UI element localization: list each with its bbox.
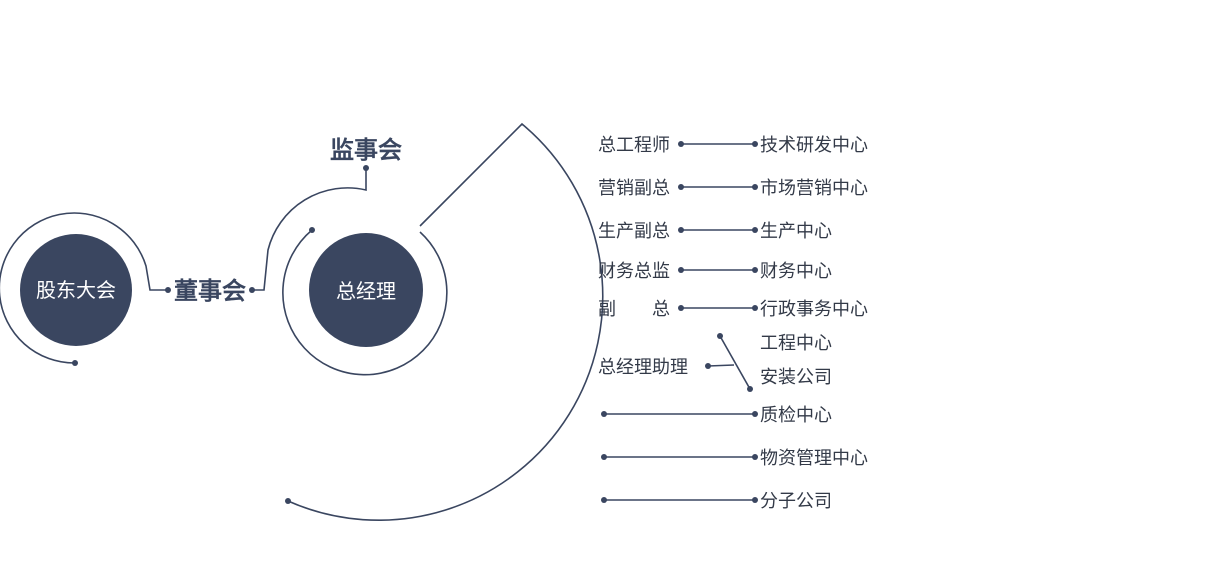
dept-label: 技术研发中心	[760, 135, 868, 156]
assistant-connector	[707, 364, 735, 367]
connector-dot	[752, 497, 758, 503]
shareholders-arc	[0, 212, 168, 364]
connector-dot	[678, 227, 684, 233]
outer-arc-end-dot	[285, 498, 291, 504]
dept-label: 质检中心	[760, 405, 832, 426]
connector-dot	[601, 454, 607, 460]
dept-label: 财务中心	[760, 261, 832, 282]
role-label: 生产副总	[598, 221, 670, 242]
gm-outer-arc	[287, 122, 604, 521]
role-label: 营销副总	[598, 178, 670, 199]
arc-end-dot	[72, 360, 78, 366]
connector-dot	[752, 411, 758, 417]
dept-label: 生产中心	[760, 221, 832, 242]
connector-dot	[752, 184, 758, 190]
dept-label: 物资管理中心	[760, 448, 868, 469]
connector-dot	[752, 227, 758, 233]
gm-label: 总经理	[336, 279, 396, 303]
dept-engineering: 工程中心	[760, 333, 832, 354]
connector-dot	[752, 267, 758, 273]
connector-dot	[601, 411, 607, 417]
gm-inner-ring	[282, 229, 448, 376]
board-out-dot	[249, 287, 255, 293]
supervisors-label: 监事会	[330, 135, 402, 164]
dept-label: 分子公司	[760, 491, 832, 512]
connector-dot	[752, 305, 758, 311]
assistant-bracket	[719, 335, 751, 390]
role-label: 总工程师	[598, 135, 670, 156]
board-label: 董事会	[174, 276, 246, 305]
connector-dot	[752, 454, 758, 460]
shareholders-label: 股东大会	[36, 278, 116, 302]
connector-dot	[678, 267, 684, 273]
connector-dot	[678, 305, 684, 311]
connector-dot	[678, 141, 684, 147]
board-to-gm-arc	[252, 168, 367, 291]
gm-ring-dot	[309, 227, 315, 233]
connector-dot	[678, 184, 684, 190]
board-connector-dot	[165, 287, 171, 293]
bracket-top-dot	[717, 333, 723, 339]
connector-dot	[752, 141, 758, 147]
role-label: 副 总	[598, 299, 670, 320]
bracket-bottom-dot	[747, 386, 753, 392]
gm-node	[309, 233, 423, 347]
shareholders-node	[20, 234, 132, 346]
assistant-role-label: 总经理助理	[598, 357, 688, 378]
dept-label: 行政事务中心	[760, 299, 868, 320]
role-label: 财务总监	[598, 261, 670, 282]
dept-installation: 安装公司	[760, 367, 832, 388]
connector-dot	[601, 497, 607, 503]
assistant-dot	[705, 363, 711, 369]
dept-label: 市场营销中心	[760, 178, 868, 199]
supervisors-dot	[363, 165, 369, 171]
